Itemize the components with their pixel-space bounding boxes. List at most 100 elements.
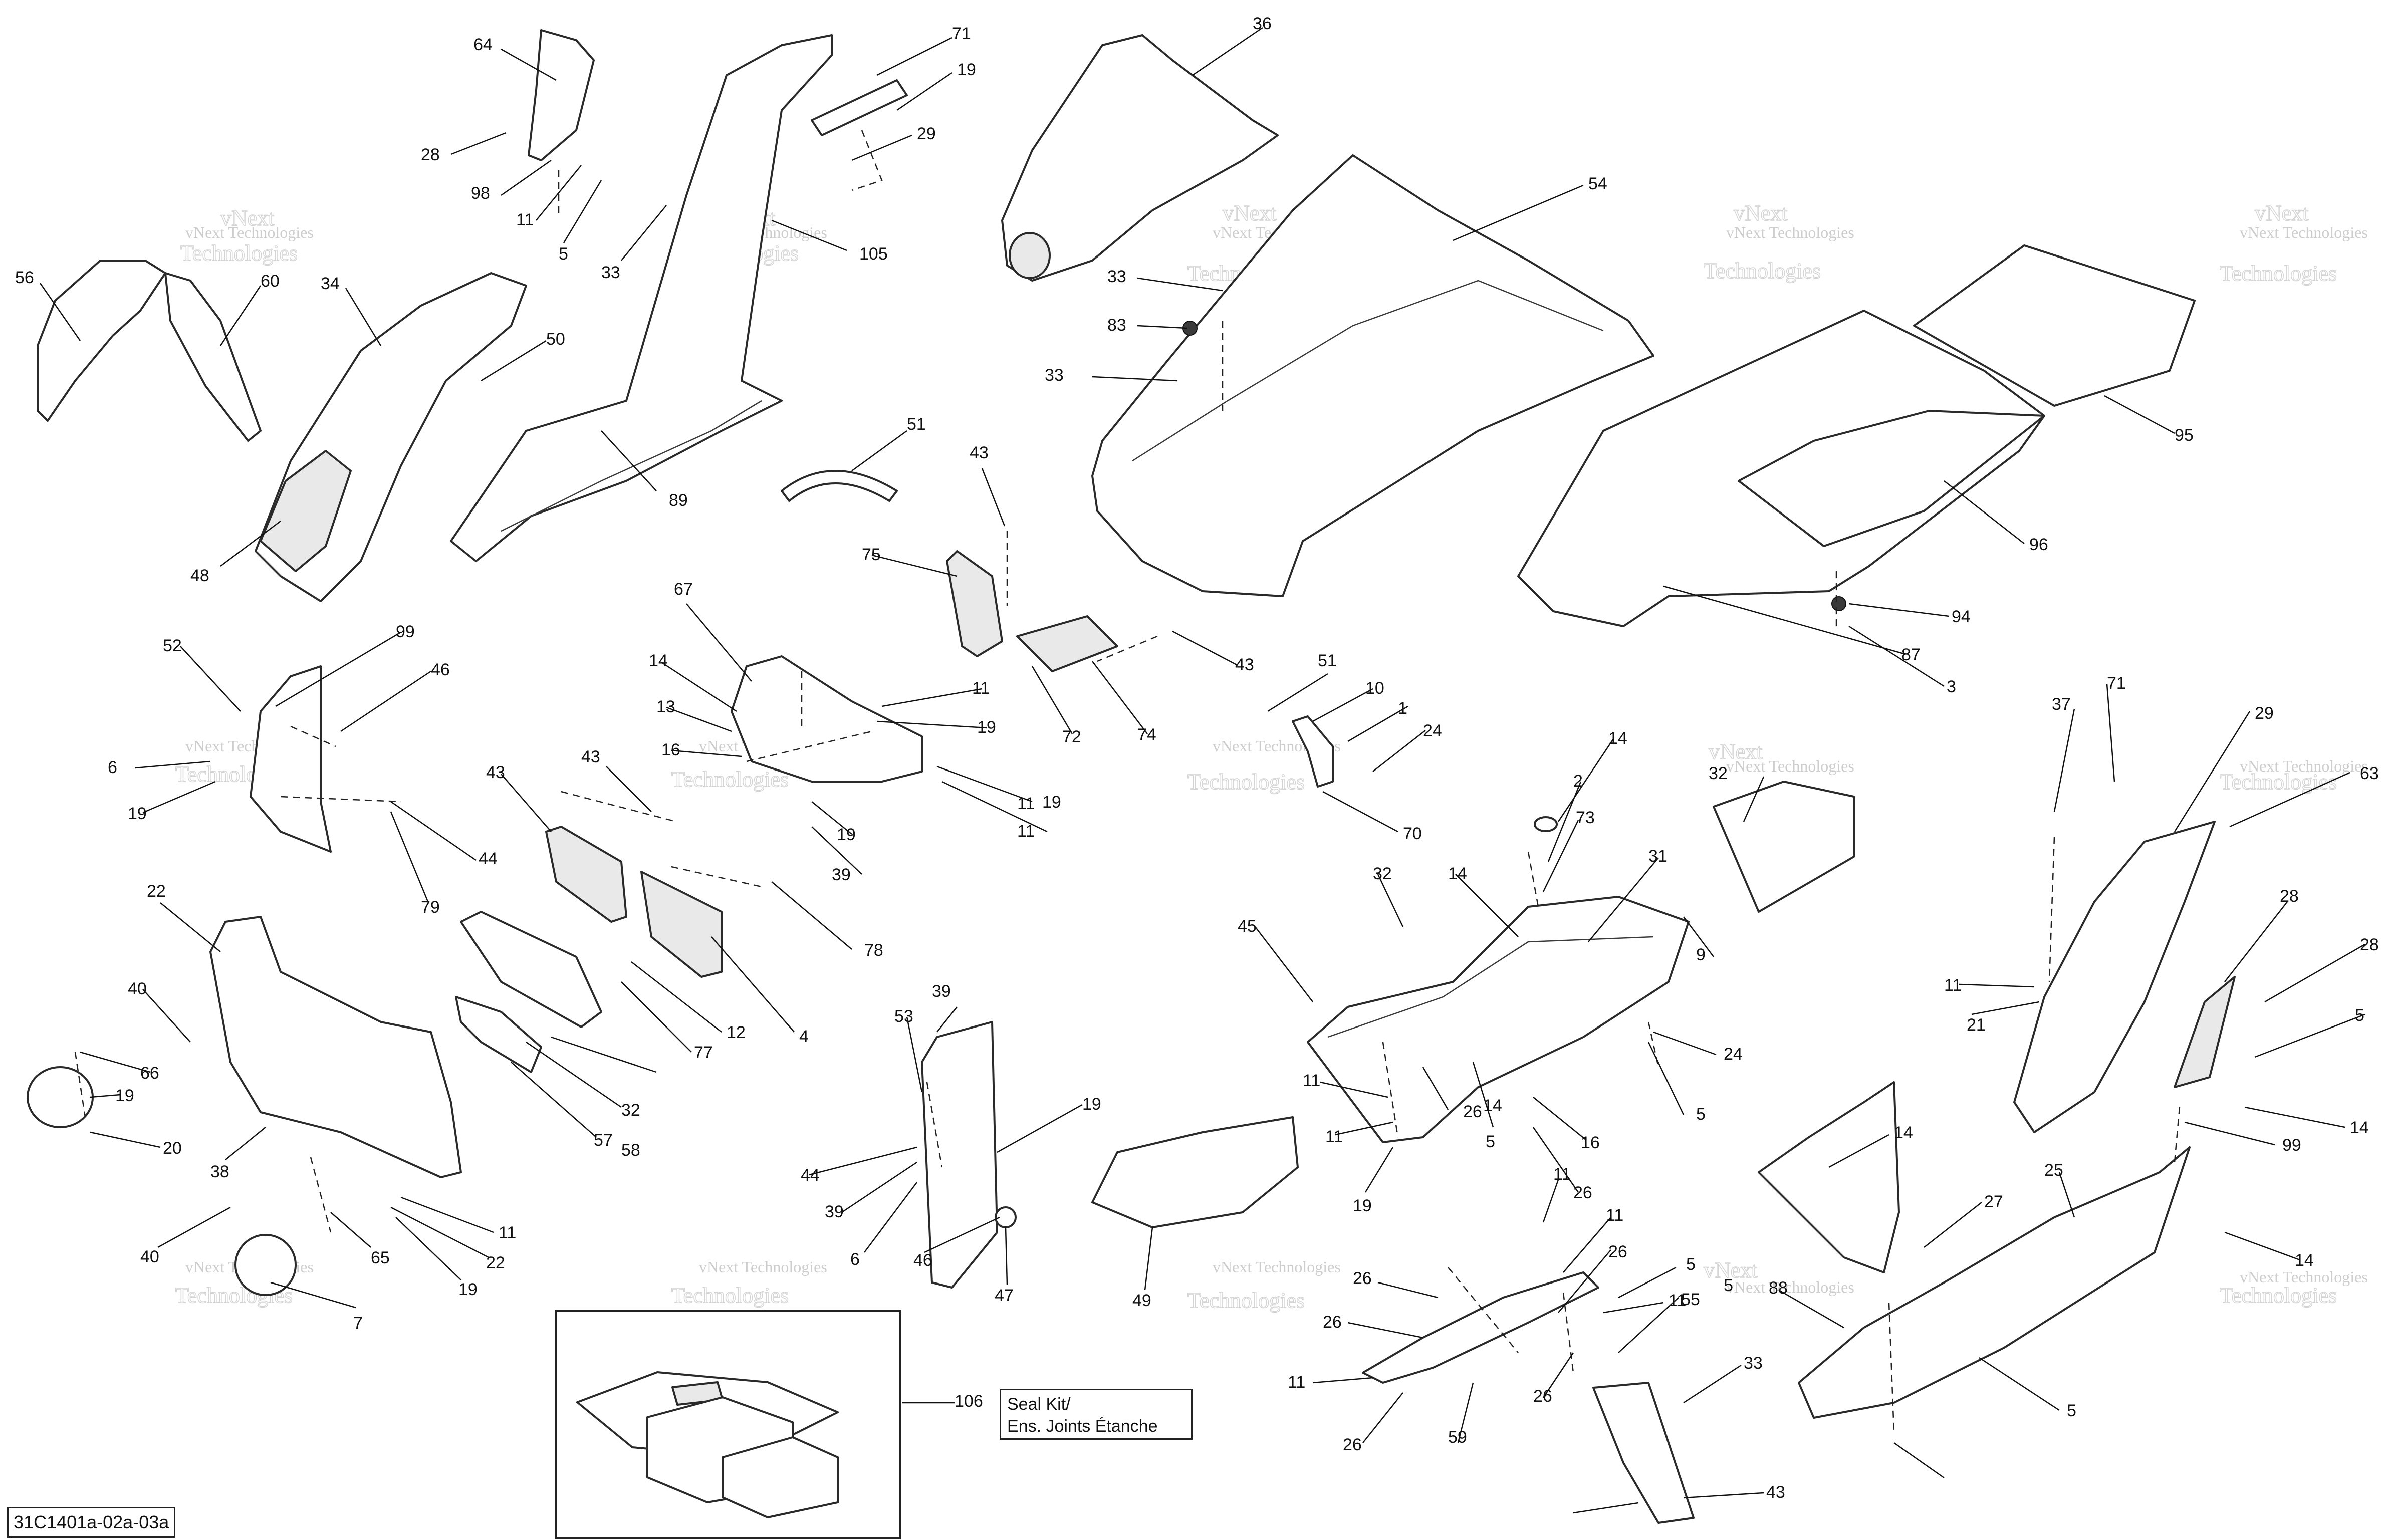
callout-label: 72	[1062, 727, 1081, 746]
callout-label: 65	[371, 1248, 390, 1267]
callout-label: 63	[2360, 764, 2379, 783]
alignment-lines	[74, 130, 2181, 1433]
callout-label: 26	[1353, 1269, 1372, 1288]
callout-label: 5	[1696, 1105, 1706, 1124]
callout-label: 106	[955, 1392, 983, 1411]
parts-layer	[27, 29, 2236, 1524]
callout-label: 94	[1952, 607, 1971, 626]
callout-label: 11	[1325, 1127, 1343, 1146]
callout-label: 77	[694, 1043, 713, 1062]
callout-label: 19	[128, 804, 147, 823]
seal-kit-illustration-box	[555, 1310, 901, 1539]
watermark-text: vNext	[1704, 1258, 1758, 1282]
watermark-text: vNext	[1734, 201, 1788, 225]
callout-label: 2	[1573, 772, 1583, 791]
callout-label: 13	[656, 697, 675, 716]
part-94-grommet	[1831, 596, 1846, 611]
callout-label: 12	[727, 1023, 746, 1042]
callout-label: 75	[862, 545, 881, 564]
callout-label: 11	[1303, 1071, 1320, 1090]
callout-label: 53	[894, 1007, 913, 1026]
watermark-text: vNext Technologies	[2240, 757, 2368, 775]
callout-label: 26	[1573, 1183, 1592, 1202]
part-59-guard	[1592, 1382, 1695, 1524]
callout-label: 11	[1944, 976, 1962, 995]
watermark-text: vNext Technologies	[1726, 223, 1854, 241]
callout-label: 55	[1681, 1290, 1700, 1309]
part-95-plate	[1913, 244, 2196, 407]
watermark-text: Technologies	[671, 1283, 789, 1308]
callout-label: 79	[421, 898, 440, 917]
callout-label: 19	[1082, 1095, 1101, 1114]
callout-label: 32	[1373, 864, 1392, 883]
callout-label: 99	[396, 622, 415, 641]
watermark-text: vNext	[1709, 739, 1763, 764]
callout-label: 19	[837, 825, 856, 844]
part-65-lamp	[234, 1234, 297, 1296]
callout-label: 33	[1107, 267, 1126, 286]
callout-label: 51	[1318, 651, 1337, 670]
callout-label: 11	[1017, 822, 1035, 841]
callout-label: 57	[594, 1131, 613, 1150]
callout-label: 19	[957, 60, 976, 79]
callout-label: 11	[1669, 1291, 1686, 1310]
part-74-grille	[1016, 615, 1118, 672]
watermark-text: vNext	[220, 206, 275, 230]
watermark-text: Technologies	[2220, 261, 2337, 286]
callout-label: 32	[621, 1101, 640, 1120]
watermark-text: vNext	[2255, 201, 2309, 225]
callout-label: 9	[1696, 945, 1706, 964]
part-54-rear-body	[1091, 154, 1654, 597]
callout-label: 71	[2107, 674, 2126, 693]
callout-label: 73	[1576, 808, 1595, 827]
callout-label: 6	[850, 1250, 860, 1269]
part-66-lamp	[27, 1066, 94, 1128]
callout-label: 43	[581, 747, 600, 766]
callout-label: 28	[421, 145, 440, 164]
callout-label: 5	[1486, 1132, 1495, 1151]
callout-label: 83	[1107, 316, 1126, 335]
part-96-plate	[1738, 410, 2045, 547]
callout-label: 58	[621, 1141, 640, 1160]
callout-label: 19	[1042, 793, 1061, 812]
callout-label: 14	[1894, 1123, 1913, 1142]
part-51-small-bracket	[1292, 715, 1334, 788]
callout-label: 40	[140, 1247, 159, 1266]
callout-label: 7	[353, 1314, 363, 1333]
callout-label: 28	[2360, 935, 2379, 954]
callout-label: 11	[516, 210, 534, 229]
callout-label: 26	[1463, 1102, 1482, 1121]
part-67-front-frame	[731, 655, 923, 783]
callout-label: 6	[108, 758, 117, 777]
callout-label: 67	[674, 580, 693, 599]
seal-kit-box-b	[722, 1436, 839, 1518]
callout-label: 99	[2282, 1136, 2301, 1155]
callout-label: 28	[2280, 887, 2299, 906]
part-75-grille	[946, 550, 1003, 657]
callout-label: 14	[2350, 1118, 2369, 1137]
diagram-code-label: 31C1401a-02a-03a	[7, 1507, 176, 1538]
callout-label: 95	[2175, 426, 2194, 445]
callout-label: 74	[1137, 725, 1156, 744]
callout-label: 14	[2295, 1251, 2314, 1270]
callout-label: 5	[559, 244, 568, 264]
callout-label: 46	[913, 1251, 932, 1270]
part-89-side-panel	[450, 34, 833, 562]
part-37-right-side	[2013, 821, 2216, 1133]
callout-label: 20	[163, 1139, 182, 1158]
callout-label: 26	[1323, 1313, 1342, 1332]
callout-label: 31	[1648, 847, 1668, 866]
callout-label: 25	[2044, 1161, 2063, 1180]
callout-label: 5	[1686, 1255, 1696, 1274]
callout-label: 87	[1901, 645, 1921, 664]
callout-label: 11	[499, 1223, 516, 1242]
callout-label: 46	[431, 660, 450, 679]
callout-label: 39	[932, 982, 951, 1001]
watermark-text: vNext Technologies	[699, 1258, 827, 1276]
callout-label: 27	[1984, 1192, 2003, 1211]
part-60-fender-insert	[164, 272, 262, 442]
callout-label: 19	[458, 1280, 478, 1299]
callout-label: 1	[1398, 699, 1407, 718]
callout-label: 43	[970, 443, 989, 462]
